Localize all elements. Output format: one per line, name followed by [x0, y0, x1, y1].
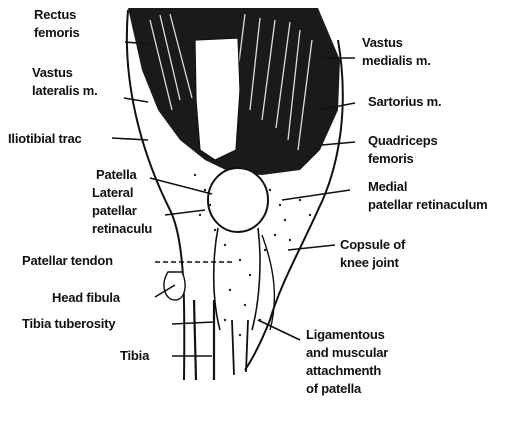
- label-iliotibial-tract: Iliotibial trac: [8, 130, 82, 148]
- label-patellar-tendon: Patellar tendon: [22, 252, 113, 270]
- label-medial-patellar-retinaculum: Medial patellar retinaculum: [368, 178, 488, 214]
- central-tendon-region: [195, 38, 240, 160]
- label-sartorius: Sartorius m.: [368, 93, 441, 111]
- patellar-tendon-shape: [214, 228, 260, 330]
- capsule-line: [262, 235, 274, 330]
- label-head-fibula: Head fibula: [52, 289, 120, 307]
- label-patella: Patella: [96, 166, 137, 184]
- tibia-shape: [194, 300, 214, 380]
- tibia-medial-shape: [232, 320, 248, 375]
- label-capsule-of-knee-joint: Copsule of knee joint: [340, 236, 405, 272]
- label-ligamentous-attachment: Ligamentous and muscular attachmenth of …: [306, 326, 388, 398]
- label-vastus-medialis: Vastus medialis m.: [362, 34, 431, 70]
- label-tibia-tuberosity: Tibia tuberosity: [22, 315, 115, 333]
- label-tibia: Tibia: [120, 347, 149, 365]
- label-rectus-femoris: Rectus femoris: [34, 6, 80, 42]
- label-quadriceps-femoris: Quadriceps femoris: [368, 132, 438, 168]
- label-vastus-lateralis: Vastus lateralis m.: [32, 64, 98, 100]
- label-lateral-patellar-retinaculum: Lateral patellar retinaculu: [92, 184, 152, 238]
- patella-bone: [208, 168, 268, 232]
